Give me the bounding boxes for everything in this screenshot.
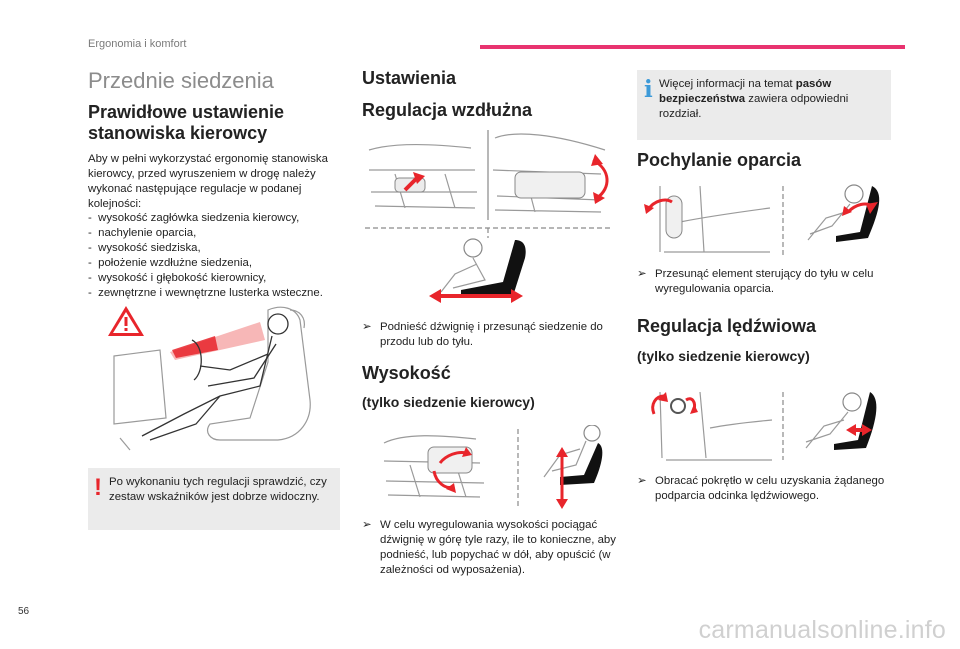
driver-position-heading: Prawidłowe ustawienie stanowiska kierowc… <box>88 102 285 143</box>
list-item: - zewnętrzne i wewnętrzne lusterka wstec… <box>88 287 323 299</box>
height-instruction: ➢ W celu wyregulowania wysokości pociąga… <box>362 519 616 576</box>
backrest-illustration <box>644 184 880 258</box>
longitudinal-seat-illustration <box>365 130 610 303</box>
height-driver-only: (tylko siedzenie kierowcy) <box>362 394 535 410</box>
longitudinal-heading: Regulacja wzdłużna <box>362 100 533 120</box>
list-item: - wysokość siedziska, <box>88 242 201 254</box>
exclamation-icon: ! <box>94 474 102 501</box>
warning-note-text: Po wykonaniu tych regulacji sprawdzić, c… <box>109 476 327 503</box>
list-item: - wysokość i głębokość kierownicy, <box>88 272 267 284</box>
height-heading: Wysokość <box>362 363 451 383</box>
backrest-heading: Pochylanie oparcia <box>637 150 802 170</box>
adjustment-list: - wysokość zagłówka siedzenia kierowcy, … <box>88 211 348 301</box>
header-accent-bar <box>480 45 905 49</box>
page-title: Przednie siedzenia <box>88 68 274 93</box>
warning-note: ! Po wykonaniu tych regulacji sprawdzić,… <box>88 468 340 530</box>
settings-heading: Ustawienia <box>362 68 457 88</box>
lumbar-heading: Regulacja lędźwiowa <box>637 316 817 336</box>
bullet-arrow-icon: ➢ <box>362 321 372 333</box>
list-item: - nachylenie oparcia, <box>88 227 197 239</box>
longitudinal-instruction: ➢ Podnieść dźwignię i przesunąć siedzeni… <box>362 321 603 348</box>
lumbar-illustration <box>651 391 877 461</box>
lumbar-driver-only: (tylko siedzenie kierowcy) <box>637 348 810 364</box>
watermark: carmanualsonline.info <box>698 616 946 644</box>
list-item: - położenie wzdłużne siedzenia, <box>88 257 252 269</box>
bullet-arrow-icon: ➢ <box>637 268 647 280</box>
intro-paragraph: Aby w pełni wykorzystać ergonomię stanow… <box>88 153 328 210</box>
info-note: i Więcej informacji na temat pasów bezpi… <box>637 70 891 140</box>
backrest-instruction: ➢ Przesunąć element sterujący do tyłu w … <box>637 268 874 295</box>
list-item: - wysokość zagłówka siedzenia kierowcy, <box>88 212 300 224</box>
page-number: 56 <box>18 606 30 617</box>
info-note-text: Więcej informacji na temat pasów bezpiec… <box>659 78 849 120</box>
lumbar-instruction: ➢ Obracać pokrętło w celu uzyskania żąda… <box>637 475 885 502</box>
height-seat-illustration <box>383 425 603 509</box>
info-icon: i <box>644 76 653 103</box>
warning-triangle-icon <box>108 306 144 336</box>
bullet-arrow-icon: ➢ <box>362 519 372 531</box>
bullet-arrow-icon: ➢ <box>637 475 647 487</box>
section-label: Ergonomia i komfort <box>88 38 187 50</box>
driver-posture-illustration <box>108 306 311 451</box>
